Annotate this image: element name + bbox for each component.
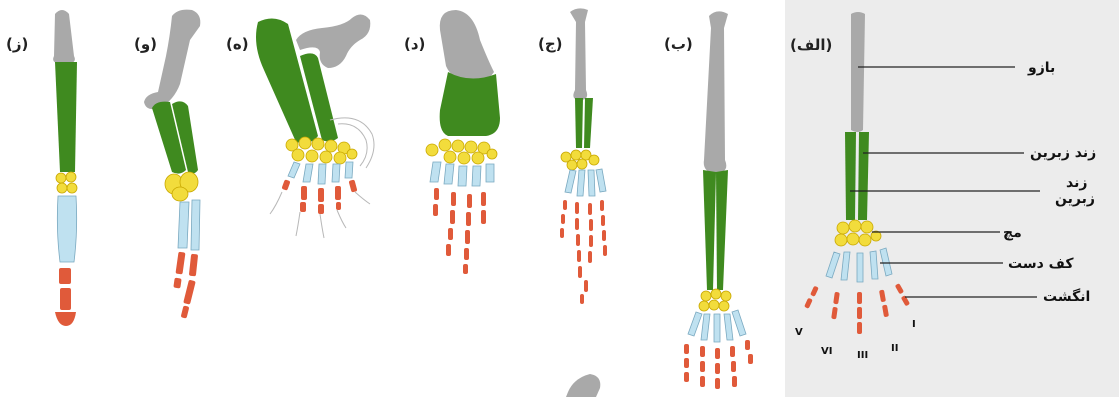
- wrist-bones: [165, 172, 198, 201]
- digit-number-4: VI: [821, 346, 832, 357]
- limb-he: [256, 14, 374, 238]
- panel-label-he: (ه): [226, 35, 249, 53]
- ulna-bone: [845, 132, 856, 220]
- wrist-bones: [699, 289, 731, 311]
- digit-number-2: II: [891, 343, 898, 354]
- label-ulna: زند زبرین: [1030, 146, 1096, 160]
- ulna-radius-bone: [440, 72, 500, 136]
- label-palm: کف دست: [1008, 257, 1073, 271]
- palm-bones: [57, 196, 76, 262]
- panel-label-alef: (الف): [790, 36, 832, 54]
- limb-dal: [426, 10, 500, 274]
- humerus-bone: [704, 11, 728, 174]
- label-finger: انگشت: [1043, 290, 1090, 304]
- panel-label-jim: (ج): [538, 35, 563, 53]
- digit-number-3: III: [857, 350, 868, 361]
- palm-bones: [565, 169, 606, 196]
- limb-ze: [53, 10, 77, 326]
- limb-vav: [144, 10, 200, 319]
- finger-bones: [55, 268, 76, 326]
- panel-label-vav: (و): [134, 35, 157, 53]
- humerus-bone: [144, 10, 200, 110]
- humerus-bone: [53, 10, 75, 64]
- wrist-bones: [286, 137, 357, 164]
- label-radius-line1: زند: [1066, 176, 1087, 190]
- panel-label-ze: (ز): [6, 35, 28, 53]
- panel-label-dal: (د): [404, 35, 425, 53]
- radius-bone: [716, 170, 728, 290]
- partial-bone-bottom: [566, 374, 600, 397]
- finger-bones: [281, 179, 357, 214]
- palm-bones: [288, 162, 353, 184]
- limb-be: [684, 11, 753, 389]
- palm-bones: [178, 200, 200, 250]
- ulna-bone: [575, 98, 583, 148]
- finger-bones: [433, 188, 486, 274]
- label-radius-line2: زبرین: [1055, 192, 1095, 206]
- wrist-bones: [56, 172, 77, 193]
- palm-bones: [688, 310, 746, 342]
- humerus-bone: [570, 8, 588, 100]
- label-humerus: بازو: [1028, 61, 1055, 75]
- humerus-bone: [440, 10, 494, 82]
- radius-bone: [584, 98, 593, 148]
- digit-number-5: V: [795, 327, 803, 338]
- digit-number-1: I: [912, 319, 916, 330]
- finger-bones: [560, 200, 607, 304]
- ulna-bone: [703, 170, 716, 290]
- finger-bones: [684, 340, 753, 389]
- humerus-bone: [851, 12, 865, 132]
- label-wrist: مچ: [1003, 226, 1022, 240]
- wrist-bones: [426, 139, 497, 164]
- finger-bones: [173, 252, 198, 319]
- ulna-radius-bone: [55, 62, 77, 172]
- limb-jim: [560, 8, 607, 304]
- wrist-bones: [561, 150, 599, 170]
- panel-label-be: (ب): [664, 35, 693, 53]
- palm-bones: [430, 162, 494, 186]
